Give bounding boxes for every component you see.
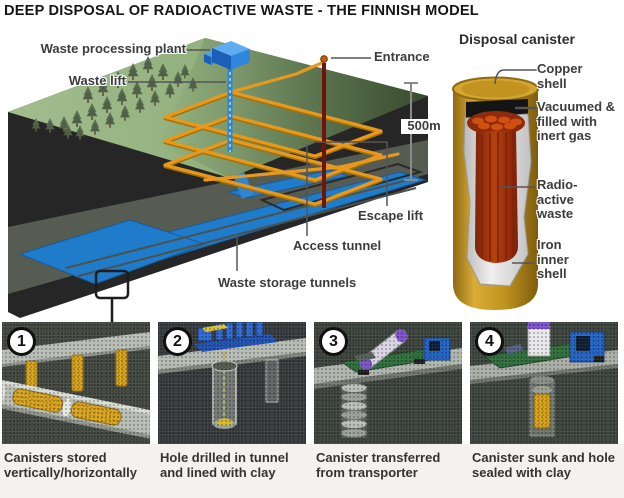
canister-leader-lines xyxy=(494,69,537,264)
panel-3-illustration xyxy=(314,322,462,444)
label-depth-500m: 500m xyxy=(401,118,447,134)
label-copper-shell: Copper shell xyxy=(537,61,583,91)
stage-panel-1: 1 xyxy=(2,322,150,444)
stage-2-badge: 2 xyxy=(163,327,192,356)
second-hole xyxy=(265,359,279,403)
upper-tunnel xyxy=(2,332,150,364)
stage-3-badge: 3 xyxy=(319,327,348,356)
stage-3-caption: Canister transferred from transporter xyxy=(316,450,441,481)
label-waste-lift: Waste lift xyxy=(68,73,126,88)
facility-diagram xyxy=(8,38,428,322)
canister-illustration xyxy=(452,69,539,310)
label-access-tunnel: Access tunnel xyxy=(293,238,382,253)
label-vacuum: Vacuumed & filled with inert gas xyxy=(537,99,616,144)
stage-1-badge: 1 xyxy=(7,327,36,356)
spiral-ramp xyxy=(163,60,400,208)
stage-4-caption: Canister sunk and hole sealed with clay xyxy=(472,450,616,481)
tunnel-floor xyxy=(158,338,306,370)
label-waste-processing-plant: Waste processing plant xyxy=(40,41,186,56)
label-waste-storage-tunnels: Waste storage tunnels xyxy=(218,275,357,290)
clay-lined-hole xyxy=(340,383,368,438)
page-title: DEEP DISPOSAL OF RADIOACTIVE WASTE - THE… xyxy=(4,3,479,19)
lower-tunnel xyxy=(2,379,150,439)
label-iron-inner-shell: Iron inner shell xyxy=(537,237,569,282)
label-escape-lift: Escape lift xyxy=(358,208,424,223)
label-radioactive-waste: Radio-active waste xyxy=(537,177,578,222)
stage-panel-4: 4 xyxy=(470,322,618,444)
access-tunnel-loop xyxy=(259,162,424,212)
caption-band xyxy=(0,444,624,498)
waste-processing-plant-building xyxy=(204,41,250,70)
stage-panel-2: 2 xyxy=(158,322,306,444)
entrance-marker xyxy=(320,55,328,63)
drilling-machine xyxy=(194,322,278,352)
stage-4-badge: 4 xyxy=(475,327,504,356)
stage-panel-3: 3 xyxy=(314,322,462,444)
transporter xyxy=(340,329,451,375)
label-entrance: Entrance xyxy=(374,49,430,64)
canister-heading: Disposal canister xyxy=(459,31,575,47)
sealing-hole xyxy=(529,376,555,437)
stage-1-caption: Canisters stored vertically/horizontally xyxy=(4,450,137,481)
callout-box xyxy=(94,269,130,322)
sealing-machine xyxy=(482,322,605,369)
leader-lines xyxy=(128,49,388,271)
radioactive-waste-column xyxy=(475,130,518,263)
drilled-hole xyxy=(211,360,238,429)
stage-2-caption: Hole drilled in tunnel and lined with cl… xyxy=(160,450,289,481)
